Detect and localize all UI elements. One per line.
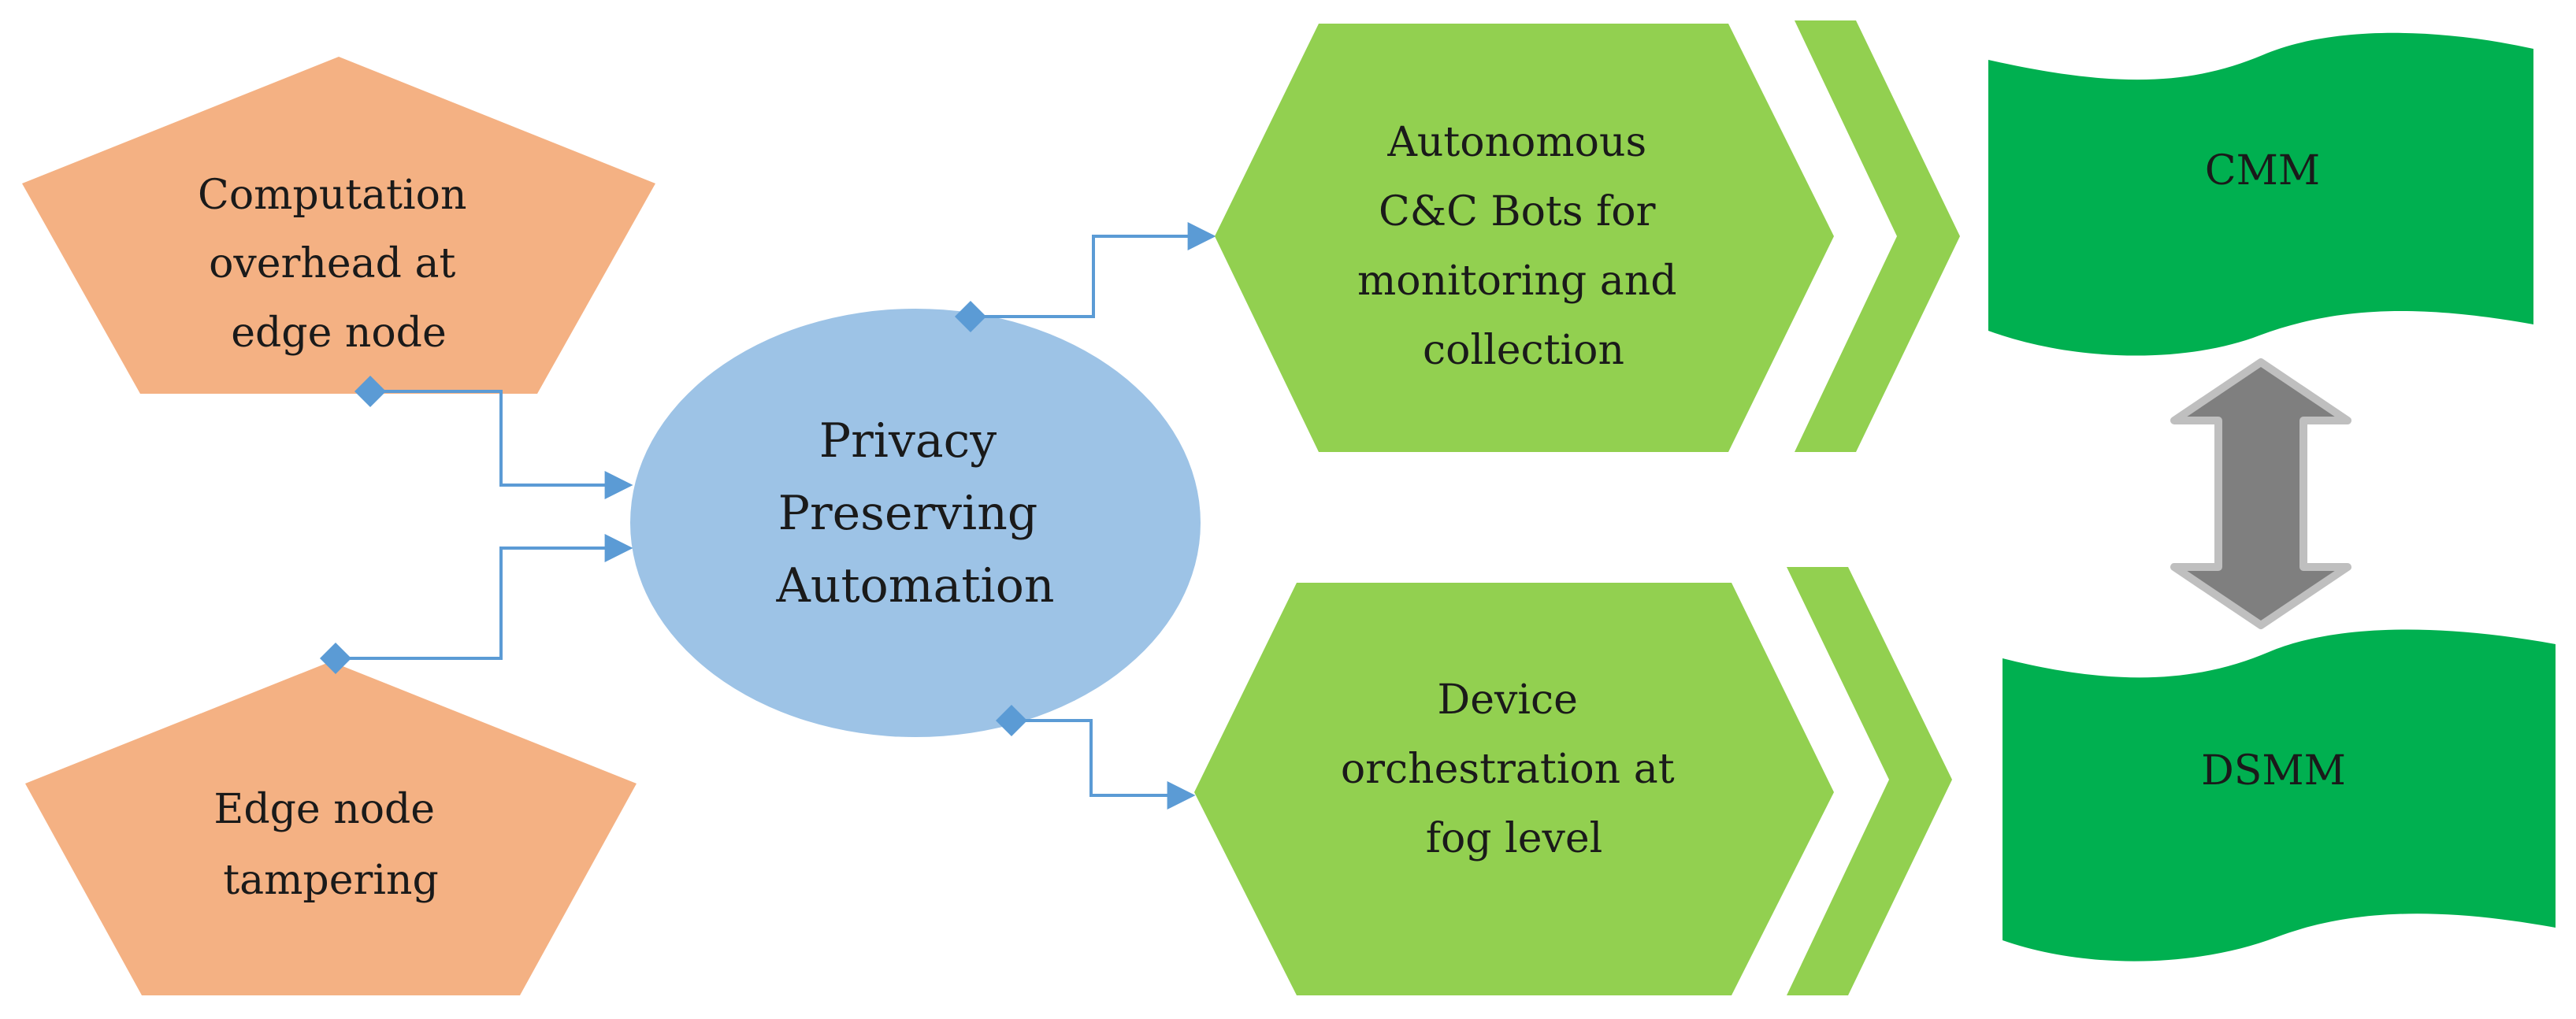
threat-tampering-line-2: tampering — [223, 857, 439, 904]
center-line-2: Preserving — [778, 486, 1038, 541]
diamond-marker — [320, 643, 351, 674]
hexagon-shape — [1215, 24, 1834, 452]
pentagon-shape — [25, 661, 637, 995]
dsmm-label: DSMM — [2201, 747, 2346, 795]
connector-tampering-to-center — [336, 534, 633, 660]
chevron-bottom — [1787, 567, 1952, 995]
bots-line-2: C&C Bots for — [1379, 188, 1656, 235]
connector-center-to-bots — [971, 222, 1216, 318]
threat-computation-line-2: overhead at — [209, 240, 455, 287]
connectors — [336, 222, 1216, 810]
threat-edge-node-tampering: Edge node tampering — [25, 661, 637, 995]
connector-diamonds — [320, 301, 1027, 736]
threat-tampering-line-1: Edge node — [213, 786, 435, 833]
connector-center-to-orchestration — [1011, 719, 1196, 810]
bidirectional-arrow-icon — [2170, 358, 2351, 629]
model-dsmm: DSMM — [2003, 629, 2556, 962]
threat-computation-line-1: Computation — [198, 172, 466, 219]
wave-banner-shape — [2003, 629, 2556, 962]
threat-computation-line-3: edge node — [231, 309, 447, 357]
diamond-marker — [955, 301, 986, 332]
center-line-1: Privacy — [819, 413, 997, 469]
diamond-marker — [996, 705, 1027, 736]
outcome-autonomous-bots: Autonomous C&C Bots for monitoring and c… — [1215, 24, 1834, 452]
center-text: Privacy Preserving Automation — [776, 413, 1055, 613]
diamond-marker — [354, 376, 386, 407]
bots-line-1: Autonomous — [1386, 119, 1646, 166]
cmm-label: CMM — [2205, 147, 2320, 195]
privacy-preserving-automation-node: Privacy Preserving Automation — [630, 309, 1201, 737]
wave-banner-shape — [1988, 32, 2533, 356]
bots-line-3: monitoring and — [1357, 258, 1677, 305]
model-cmm: CMM — [1988, 32, 2533, 356]
orchestration-line-3: fog level — [1426, 815, 1603, 862]
bots-line-4: collection — [1423, 327, 1624, 374]
hexagon-shape — [1194, 583, 1834, 995]
threat-tampering-text: Edge node tampering — [213, 786, 447, 904]
orchestration-text: Device orchestration at fog level — [1341, 676, 1687, 862]
chevron-top — [1795, 20, 1960, 452]
pentagon-shape — [22, 57, 655, 394]
orchestration-line-2: orchestration at — [1341, 746, 1675, 793]
bots-text: Autonomous C&C Bots for monitoring and c… — [1357, 119, 1690, 374]
threat-computation-text: Computation overhead at edge node — [198, 172, 480, 357]
ellipse-shape — [630, 309, 1201, 737]
center-line-3: Automation — [776, 558, 1055, 613]
orchestration-line-1: Device — [1438, 676, 1578, 724]
threat-computation-overhead: Computation overhead at edge node — [22, 57, 655, 394]
connector-computation-to-center — [370, 390, 633, 499]
outcome-device-orchestration: Device orchestration at fog level — [1194, 583, 1834, 995]
